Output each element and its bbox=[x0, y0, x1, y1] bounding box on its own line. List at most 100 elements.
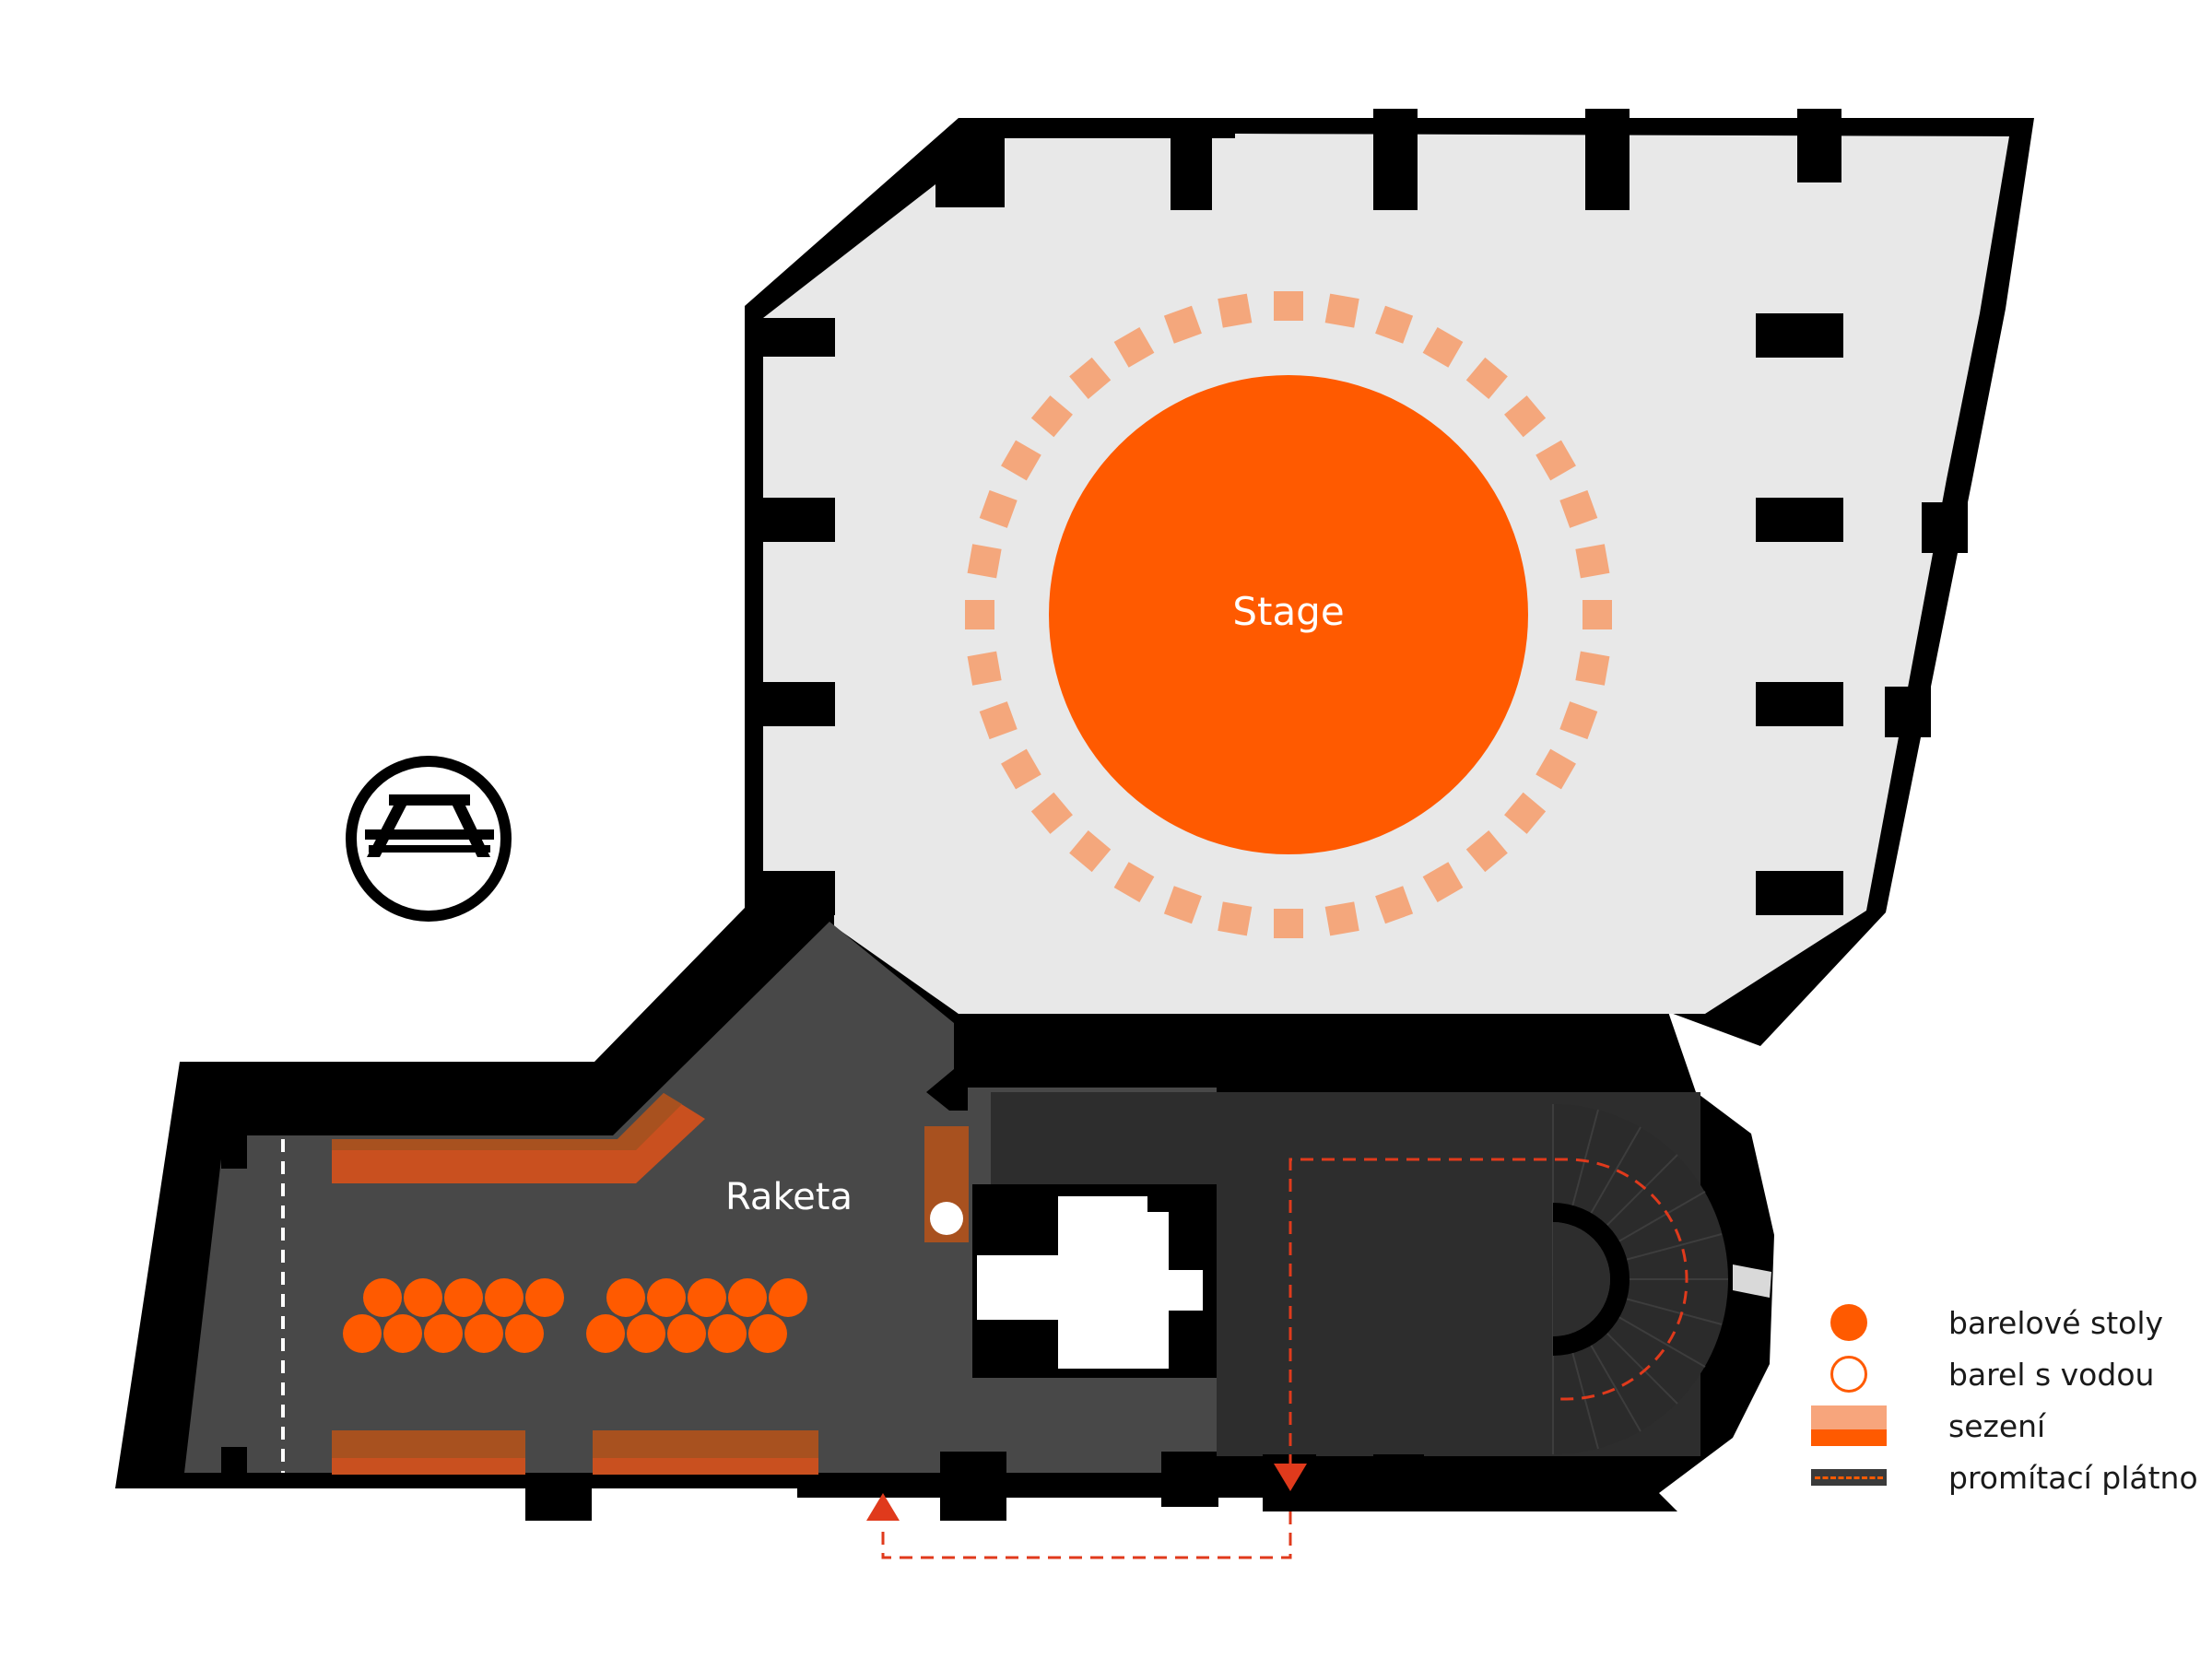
barrel-table bbox=[343, 1314, 382, 1353]
audience-seat bbox=[1583, 600, 1612, 629]
pilaster bbox=[1171, 136, 1212, 210]
water-barrel bbox=[930, 1202, 963, 1235]
audience-seat bbox=[1001, 748, 1041, 790]
route-arrow-head-down bbox=[1274, 1464, 1307, 1491]
route-arrow bbox=[881, 1158, 1688, 1559]
audience-seat bbox=[1274, 291, 1303, 321]
stage bbox=[1049, 375, 1528, 854]
legend-label: promítací plátno bbox=[1948, 1459, 2198, 1496]
audience-seat bbox=[1163, 305, 1202, 344]
audience-seat bbox=[1113, 862, 1155, 902]
route-arrow-head-up bbox=[866, 1493, 900, 1521]
pilaster bbox=[1756, 498, 1843, 542]
seating-bench bbox=[332, 1093, 705, 1183]
barrel-table bbox=[404, 1278, 442, 1317]
barrel-table-icon bbox=[1830, 1304, 1867, 1341]
pilaster bbox=[1585, 109, 1630, 210]
barrel-table bbox=[647, 1278, 686, 1317]
picnic-table-icon bbox=[346, 756, 512, 922]
barrel-table bbox=[708, 1314, 747, 1353]
pilaster bbox=[1171, 1014, 1212, 1101]
audience-seat bbox=[1030, 395, 1073, 438]
audience-seat bbox=[1069, 357, 1112, 399]
pilaster bbox=[1756, 682, 1843, 726]
legend-item-barrel-tables: barelové stoly bbox=[1806, 1300, 2163, 1346]
stage-label: Stage bbox=[1232, 589, 1344, 634]
audience-seat bbox=[1274, 909, 1303, 938]
pilaster bbox=[1373, 1454, 1424, 1511]
barrel-table bbox=[627, 1314, 665, 1353]
pilaster bbox=[1161, 1452, 1218, 1507]
pilaster bbox=[1756, 871, 1843, 915]
barrel-table bbox=[485, 1278, 524, 1317]
pilaster bbox=[763, 871, 835, 915]
pilaster bbox=[1885, 687, 1931, 737]
stair-core bbox=[1553, 1203, 1630, 1356]
pilasters bbox=[763, 109, 1968, 1101]
pilaster bbox=[525, 1473, 592, 1521]
pilaster bbox=[1373, 109, 1418, 210]
audience-seat bbox=[979, 701, 1018, 740]
pilaster bbox=[935, 138, 1005, 207]
barrel-table bbox=[688, 1278, 726, 1317]
pilaster bbox=[1922, 502, 1968, 553]
pilaster bbox=[940, 1452, 1006, 1521]
barrel-table bbox=[769, 1278, 807, 1317]
barrel-table bbox=[505, 1314, 544, 1353]
pilaster bbox=[1797, 109, 1841, 182]
audience-seat bbox=[1422, 327, 1464, 368]
audience-seat bbox=[1504, 792, 1547, 834]
audience-seat bbox=[1375, 886, 1414, 924]
audience-seat bbox=[1001, 440, 1041, 481]
audience-seat bbox=[979, 489, 1018, 528]
audience-seat bbox=[965, 600, 994, 629]
pilaster bbox=[763, 682, 835, 726]
audience-seat bbox=[1163, 886, 1202, 924]
pilaster bbox=[763, 318, 835, 357]
raketa-label: Raketa bbox=[725, 1176, 853, 1218]
exit-passage bbox=[1733, 1264, 1771, 1298]
barrel-table bbox=[465, 1314, 503, 1353]
audience-seat bbox=[967, 651, 1002, 686]
audience-seat bbox=[1465, 357, 1508, 399]
service-rooms bbox=[972, 1184, 1217, 1378]
barrel-table bbox=[424, 1314, 463, 1353]
audience-seat bbox=[1324, 901, 1359, 936]
barrel-table bbox=[525, 1278, 564, 1317]
barrel-table bbox=[586, 1314, 625, 1353]
pilaster bbox=[221, 1447, 247, 1475]
audience-seat bbox=[1375, 305, 1414, 344]
audience-seat bbox=[1324, 293, 1359, 328]
audience-seat bbox=[1559, 489, 1598, 528]
legend-item-water-barrel: barel s vodou bbox=[1806, 1351, 2154, 1397]
barrel-table bbox=[667, 1314, 706, 1353]
pilaster bbox=[1585, 1014, 1627, 1101]
audience-seat bbox=[1535, 748, 1576, 790]
pilaster bbox=[763, 498, 835, 542]
audience-seat bbox=[1113, 327, 1155, 368]
water-barrel-icon bbox=[1830, 1356, 1867, 1393]
barrel-table bbox=[444, 1278, 483, 1317]
audience-seat bbox=[1504, 395, 1547, 438]
audience-seat bbox=[1218, 293, 1253, 328]
audience-seat bbox=[1069, 830, 1112, 873]
barrel-table bbox=[748, 1314, 787, 1353]
audience-seat bbox=[1218, 901, 1253, 936]
pilaster bbox=[1756, 313, 1843, 358]
audience-seat bbox=[1535, 440, 1576, 481]
audience-seat bbox=[1559, 701, 1598, 740]
audience-seat bbox=[967, 544, 1002, 579]
legend-item-seating: sezení bbox=[1806, 1403, 2045, 1449]
audience-seat bbox=[1422, 862, 1464, 902]
pilaster bbox=[221, 1134, 247, 1169]
barrel-table bbox=[383, 1314, 422, 1353]
legend-label: barel s vodou bbox=[1948, 1356, 2155, 1393]
legend-item-projection-screen: promítací plátno bbox=[1806, 1454, 2198, 1500]
audience-seat bbox=[1465, 830, 1508, 873]
barrel-table bbox=[606, 1278, 645, 1317]
audience-seat bbox=[1575, 544, 1610, 579]
service-room bbox=[977, 1196, 1203, 1369]
seating-icon bbox=[1811, 1405, 1887, 1446]
legend-label: barelové stoly bbox=[1948, 1304, 2164, 1341]
